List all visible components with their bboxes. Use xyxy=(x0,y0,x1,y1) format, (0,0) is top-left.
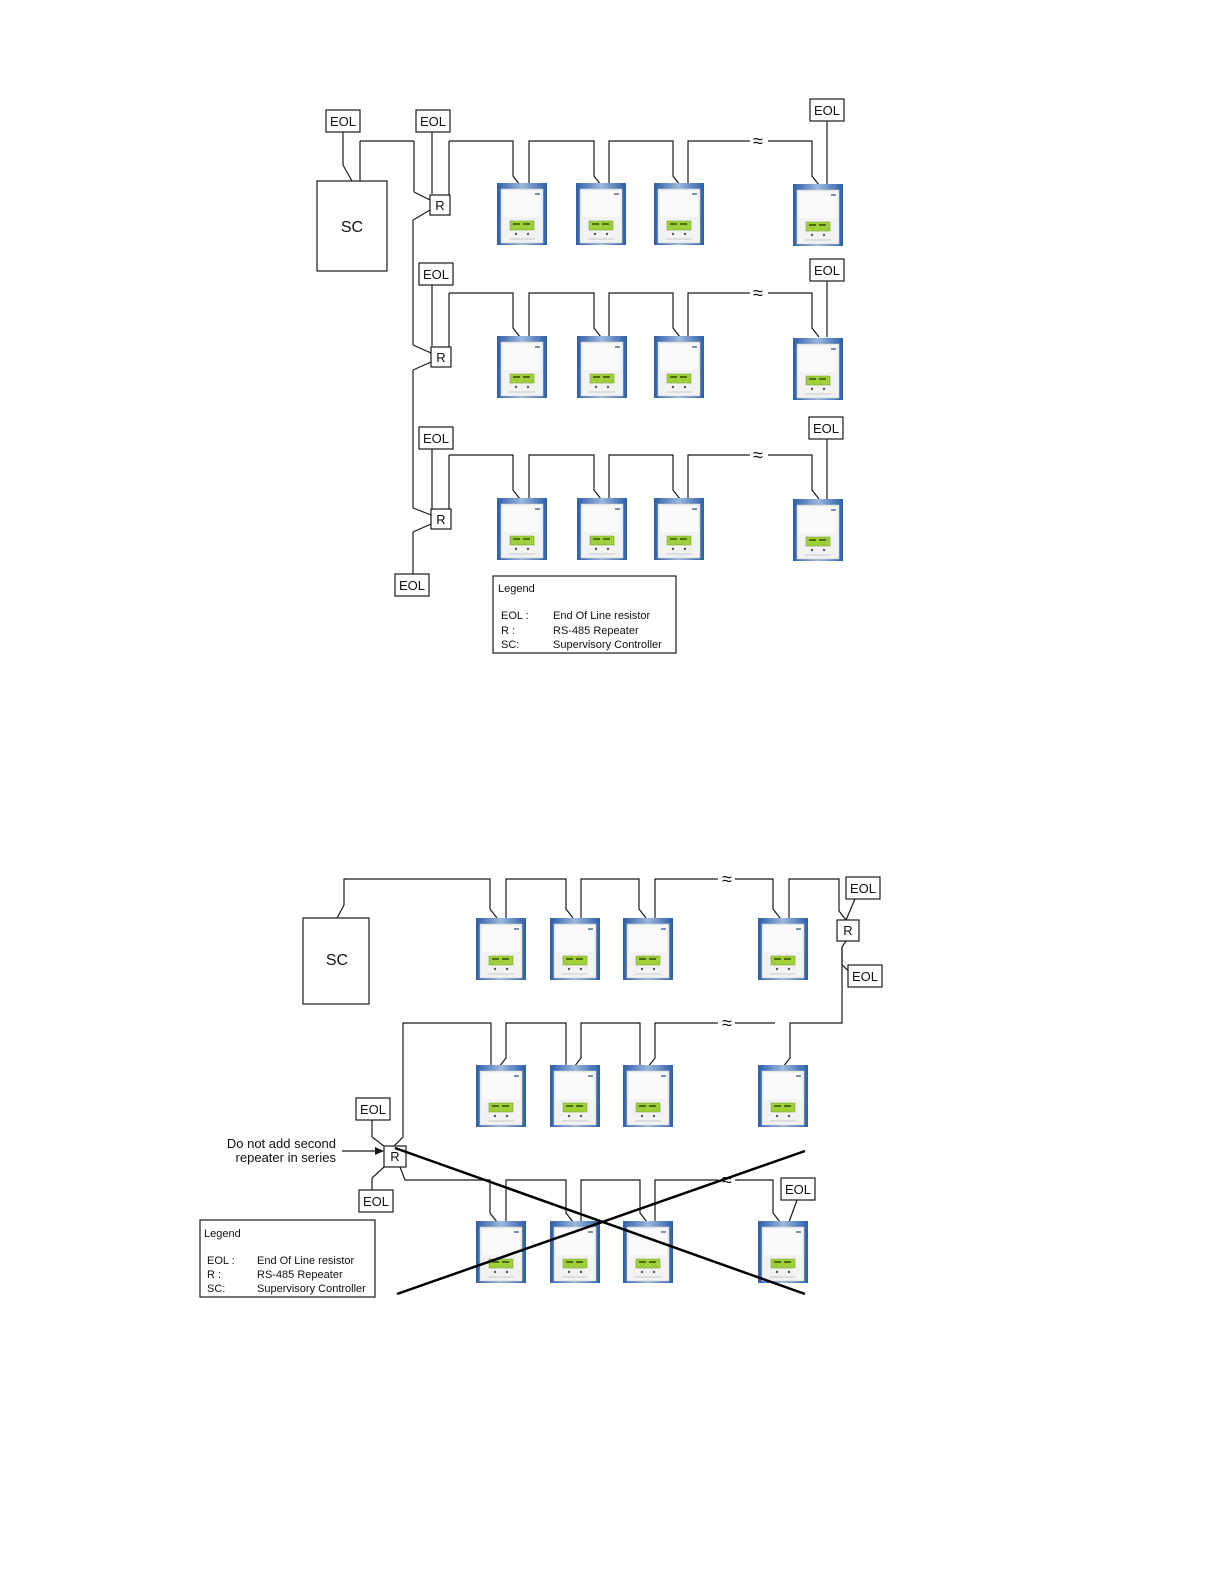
svg-text:EOL: EOL xyxy=(420,114,446,129)
diagram-incorrect-topology: SC ≈ ≈ ≈ EOL E xyxy=(200,869,882,1297)
eol-resistor: EOL xyxy=(326,110,360,132)
thermostat-controller-icon xyxy=(793,184,843,246)
thermostat-controller-icon xyxy=(623,1065,673,1127)
svg-text:R: R xyxy=(843,923,852,938)
thermostat-controller-icon xyxy=(550,1065,600,1127)
eol-resistor: EOL xyxy=(356,1098,390,1120)
eol-resistor: EOL xyxy=(781,1178,815,1200)
repeater: R xyxy=(431,509,451,529)
legend-value: RS-485 Repeater xyxy=(257,1269,343,1281)
legend-value: Supervisory Controller xyxy=(257,1283,366,1295)
legend-title: Legend xyxy=(204,1228,241,1240)
thermostat-controller-icon xyxy=(623,1221,673,1283)
svg-text:EOL: EOL xyxy=(330,114,356,129)
thermostat-controller-icon xyxy=(793,338,843,400)
thermostat-controller-icon xyxy=(758,1221,808,1283)
diagram-correct-topology: SC xyxy=(317,99,844,653)
eol-resistor: EOL xyxy=(810,259,844,281)
thermostat-controller-icon xyxy=(476,918,526,980)
svg-text:R: R xyxy=(436,512,445,527)
thermostat-controller-icon xyxy=(497,336,547,398)
eol-resistor: EOL xyxy=(809,417,843,439)
legend-key: SC: xyxy=(207,1283,225,1295)
legend-title: Legend xyxy=(498,583,535,595)
svg-text:EOL: EOL xyxy=(814,263,840,278)
svg-text:EOL: EOL xyxy=(423,267,449,282)
svg-text:EOL: EOL xyxy=(813,421,839,436)
svg-text:EOL: EOL xyxy=(399,578,425,593)
thermostat-controller-icon xyxy=(497,183,547,245)
thermostat-controller-icon xyxy=(577,336,627,398)
svg-text:EOL: EOL xyxy=(852,969,878,984)
thermostat-controller-icon xyxy=(577,498,627,560)
sc-label: SC xyxy=(341,219,363,236)
svg-text:EOL: EOL xyxy=(423,431,449,446)
svg-text:EOL: EOL xyxy=(363,1194,389,1209)
warning-line-1: Do not add second xyxy=(227,1136,336,1151)
eol-resistor: EOL xyxy=(416,110,450,132)
thermostat-controller-icon xyxy=(476,1065,526,1127)
legend-key: EOL : xyxy=(501,610,529,622)
svg-text:SC: SC xyxy=(326,952,348,969)
break-mark: ≈ xyxy=(753,283,763,303)
legend-key: EOL : xyxy=(207,1255,235,1267)
break-mark: ≈ xyxy=(753,131,763,151)
eol-resistor: EOL xyxy=(846,877,880,899)
repeater: R xyxy=(837,920,859,941)
eol-resistor: EOL xyxy=(359,1190,393,1212)
legend-value: RS-485 Repeater xyxy=(553,625,639,637)
eol-resistor: EOL xyxy=(395,574,429,596)
thermostat-controller-icon xyxy=(758,918,808,980)
thermostat-controller-icon xyxy=(623,918,673,980)
break-mark: ≈ xyxy=(722,1013,732,1033)
svg-text:R: R xyxy=(390,1149,399,1164)
repeater: R xyxy=(430,195,450,215)
thermostat-controller-icon xyxy=(654,498,704,560)
legend-key: SC: xyxy=(501,639,519,651)
eol-resistor: EOL xyxy=(419,263,453,285)
legend-value: End Of Line resistor xyxy=(553,610,651,622)
supervisory-controller: SC xyxy=(303,918,369,1004)
svg-text:R: R xyxy=(435,198,444,213)
warning-line-2: repeater in series xyxy=(236,1150,337,1165)
svg-text:EOL: EOL xyxy=(814,103,840,118)
eol-resistor: EOL xyxy=(810,99,844,121)
thermostat-controller-icon xyxy=(497,498,547,560)
svg-text:R: R xyxy=(436,350,445,365)
supervisory-controller: SC xyxy=(317,181,387,271)
svg-text:EOL: EOL xyxy=(360,1102,386,1117)
legend: Legend EOL : End Of Line resistor R : RS… xyxy=(493,576,676,653)
thermostat-controller-icon xyxy=(654,183,704,245)
thermostat-controller-icon xyxy=(550,918,600,980)
thermostat-controller-icon xyxy=(576,183,626,245)
legend: Legend EOL : End Of Line resistor R : RS… xyxy=(200,1220,375,1297)
eol-resistor: EOL xyxy=(419,427,453,449)
legend-value: End Of Line resistor xyxy=(257,1255,355,1267)
eol-resistor: EOL xyxy=(848,965,882,987)
thermostat-controller-icon xyxy=(654,336,704,398)
svg-text:EOL: EOL xyxy=(785,1182,811,1197)
thermostat-controller-icon xyxy=(758,1065,808,1127)
legend-value: Supervisory Controller xyxy=(553,639,662,651)
legend-key: R : xyxy=(207,1269,221,1281)
break-mark: ≈ xyxy=(722,869,732,889)
warning-annotation: Do not add second repeater in series xyxy=(227,1136,384,1165)
repeater: R xyxy=(431,347,451,367)
svg-text:EOL: EOL xyxy=(850,881,876,896)
legend-key: R : xyxy=(501,625,515,637)
thermostat-controller-icon xyxy=(793,499,843,561)
break-mark: ≈ xyxy=(753,445,763,465)
